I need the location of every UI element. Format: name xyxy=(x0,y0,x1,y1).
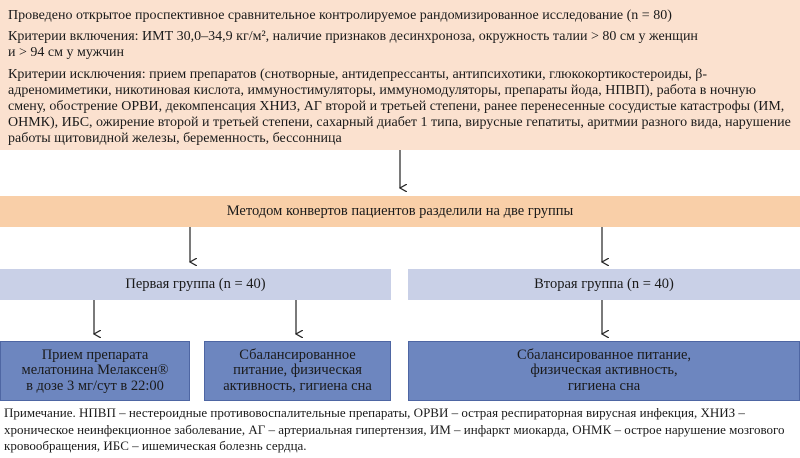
first-group-label: Первая группа (n = 40) xyxy=(125,276,266,292)
first-group-lifestyle-box: Сбалансированное питание, физическая акт… xyxy=(204,341,391,401)
lifestyle-first-line-3: активность, гигиена сна xyxy=(223,377,372,394)
melaxen-line-2: мелатонина Мелаксен® xyxy=(21,362,169,379)
abbreviations-note-text: Примечание. НПВП – нестероидные противов… xyxy=(4,405,785,453)
second-group-lifestyle-box: Сбалансированное питание, физическая акт… xyxy=(408,341,800,401)
second-group-box: Вторая группа (n = 40) xyxy=(408,269,800,300)
first-group-box: Первая группа (n = 40) xyxy=(0,269,391,300)
study-design-text: Проведено открытое проспективное сравнит… xyxy=(8,8,672,23)
abbreviations-note: Примечание. НПВП – нестероидные противов… xyxy=(4,405,798,455)
lifestyle-second-line-2: физическая активность, xyxy=(530,362,678,379)
melaxen-line-3: в дозе 3 мг/сут в 22:00 xyxy=(26,377,164,394)
inclusion-criteria-text: Критерии включения: ИМТ 30,0–34,9 кг/м²,… xyxy=(8,29,792,61)
study-criteria-box: Проведено открытое проспективное сравнит… xyxy=(0,0,800,150)
lifestyle-first-line-1: Сбалансированное xyxy=(239,346,356,363)
randomization-method-text: Методом конвертов пациентов разделили на… xyxy=(226,203,574,219)
exclusion-criteria-text: Критерии исключения: прием препаратов (с… xyxy=(8,66,791,147)
inclusion-line-2: и > 94 см у мужчин xyxy=(8,45,124,61)
lifestyle-second-line-1: Сбалансированное питание, xyxy=(516,346,692,363)
randomization-method-box: Методом конвертов пациентов разделили на… xyxy=(0,196,800,227)
melaxen-line-1: Прием препарата xyxy=(41,346,149,363)
inclusion-line-1: Критерии включения: ИМТ 30,0–34,9 кг/м²,… xyxy=(8,29,698,45)
lifestyle-second-line-3: гигиена сна xyxy=(567,377,641,394)
lifestyle-first-line-2: питание, физическая xyxy=(233,362,362,379)
second-group-label: Вторая группа (n = 40) xyxy=(534,276,674,292)
melaxen-intervention-box: Прием препарата мелатонина Мелаксен® в д… xyxy=(0,341,190,401)
